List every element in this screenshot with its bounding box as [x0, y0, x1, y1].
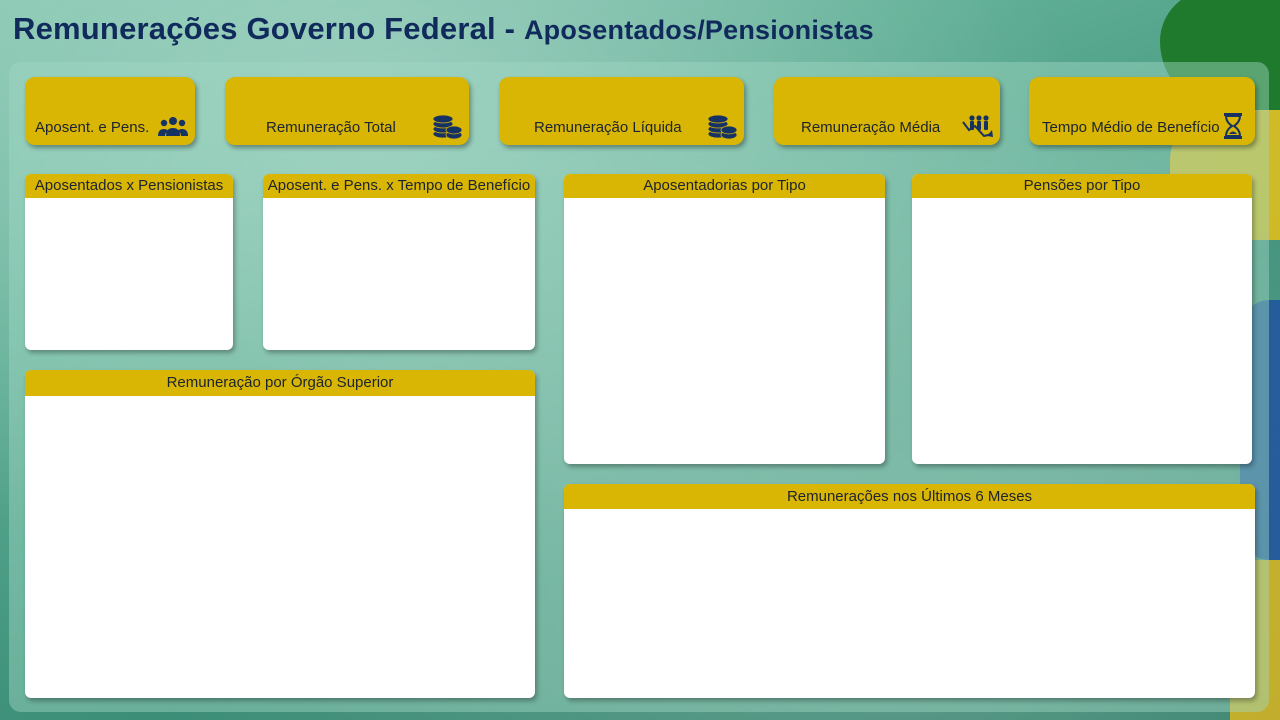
- kpi-card-label: Tempo Médio de Benefício: [1042, 119, 1220, 136]
- chart-title: Aposentadorias por Tipo: [564, 174, 885, 198]
- chart-pensoes-por-tipo[interactable]: Pensões por Tipo: [912, 174, 1252, 464]
- chart-tempo-beneficio[interactable]: Aposent. e Pens. x Tempo de Benefício: [263, 174, 535, 350]
- chart-title: Aposentados x Pensionistas: [25, 174, 233, 198]
- page-title-main: Remunerações Governo Federal -: [13, 11, 524, 46]
- chart-remuneracoes-ultimos-6-meses[interactable]: Remunerações nos Últimos 6 Meses: [564, 484, 1255, 698]
- kpi-card-remuneracao-total[interactable]: Remuneração Total: [225, 77, 469, 145]
- kpi-card-remuneracao-liquida[interactable]: Remuneração Líquida: [499, 77, 744, 145]
- hourglass-icon: [1217, 112, 1249, 140]
- page-title: Remunerações Governo Federal - Aposentad…: [13, 11, 874, 47]
- kpi-card-aposent-pens[interactable]: Aposent. e Pens.: [25, 77, 195, 145]
- chart-title: Remuneração por Órgão Superior: [25, 370, 535, 396]
- kpi-card-label: Remuneração Média: [801, 119, 941, 136]
- kpi-card-remuneracao-media[interactable]: Remuneração Média: [774, 77, 1000, 145]
- chart-remuneracao-orgao-superior[interactable]: Remuneração por Órgão Superior: [25, 370, 535, 698]
- coins-stack-icon: [431, 112, 463, 140]
- page-title-sub: Aposentados/Pensionistas: [523, 15, 874, 45]
- people-group-icon: [157, 112, 189, 140]
- chart-title: Remunerações nos Últimos 6 Meses: [564, 484, 1255, 509]
- team-growth-icon: [962, 112, 994, 140]
- chart-title: Aposent. e Pens. x Tempo de Benefício: [263, 174, 535, 198]
- kpi-card-label: Remuneração Líquida: [534, 119, 682, 136]
- chart-title: Pensões por Tipo: [912, 174, 1252, 198]
- coins-stack-icon: [706, 112, 738, 140]
- chart-aposentados-x-pensionistas[interactable]: Aposentados x Pensionistas: [25, 174, 233, 350]
- kpi-card-label: Remuneração Total: [266, 119, 396, 136]
- kpi-card-tempo-medio[interactable]: Tempo Médio de Benefício: [1029, 77, 1255, 145]
- kpi-card-label: Aposent. e Pens.: [35, 119, 150, 136]
- chart-aposentadorias-por-tipo[interactable]: Aposentadorias por Tipo: [564, 174, 885, 464]
